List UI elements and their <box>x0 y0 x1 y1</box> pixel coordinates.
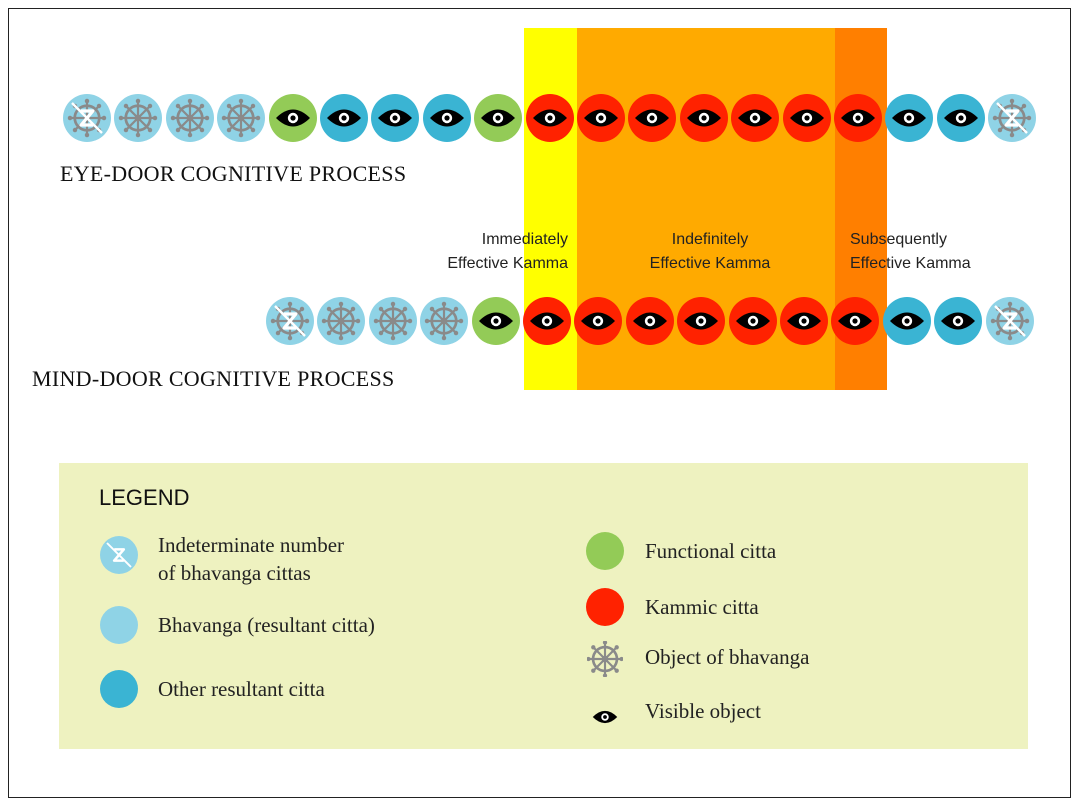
eye-icon <box>885 94 934 142</box>
eye-icon <box>834 94 882 142</box>
indeterminate-icon <box>63 94 111 142</box>
eye-door-citta-kammic <box>525 93 575 143</box>
eye-door-citta-functional <box>473 93 523 143</box>
eye-icon <box>679 94 728 142</box>
immediate-kamma-label: Immediately Effective Kamma <box>404 228 568 276</box>
subsequent-kamma-label-line1: Subsequently <box>850 231 947 248</box>
indeterminate-icon <box>99 535 139 580</box>
eye-door-citta-indeterminate <box>987 93 1037 143</box>
legend-indeterminate-line1: Indeterminate number <box>158 533 345 557</box>
subsequent-kamma-label-line2: Effective Kamma <box>850 255 971 272</box>
eye-door-citta-functional <box>268 93 318 143</box>
eye-icon <box>628 94 677 142</box>
eye-icon <box>474 94 523 142</box>
legend-other-resultant-label: Other resultant citta <box>158 677 325 701</box>
legend-title: LEGEND <box>99 485 190 510</box>
indeterminate-icon <box>988 94 1037 142</box>
eye-door-citta-kammic <box>627 93 677 143</box>
eye-icon <box>523 297 571 345</box>
eye-icon <box>574 297 623 345</box>
legend-kammic-label: Kammic citta <box>645 595 759 619</box>
eye-door-citta-indeterminate <box>62 93 112 143</box>
legend-panel: LEGEND Indeterminate number of bhavanga … <box>59 463 1028 749</box>
mind-door-citta-kammic <box>676 296 726 346</box>
mind-door-citta-kammic <box>830 296 880 346</box>
dharma-wheel-icon <box>165 94 214 142</box>
eye-door-citta-kammic <box>833 93 883 143</box>
eye-icon <box>320 94 368 142</box>
legend-functional-label: Functional citta <box>645 539 777 563</box>
mind-door-citta-kammic <box>779 296 829 346</box>
eye-door-citta-kammic <box>782 93 832 143</box>
eye-icon <box>587 699 623 740</box>
immediate-kamma-label-line1: Immediately <box>481 231 568 248</box>
other-resultant-swatch-icon <box>99 669 139 714</box>
eye-icon <box>831 297 880 345</box>
eye-door-title: EYE-DOOR COGNITIVE PROCESS <box>60 161 407 186</box>
eye-icon <box>936 94 985 142</box>
eye-icon <box>782 94 831 142</box>
eye-door-citta-other-resultant <box>884 93 934 143</box>
legend-object-bhavanga-label: Object of bhavanga <box>645 645 810 669</box>
eye-icon <box>471 297 520 345</box>
eye-icon <box>934 297 983 345</box>
mind-door-citta-bhavanga <box>316 296 366 346</box>
eye-icon <box>882 297 931 345</box>
mind-door-title: MIND-DOOR COGNITIVE PROCESS <box>32 366 395 391</box>
mind-door-citta-kammic <box>728 296 778 346</box>
eye-door-citta-other-resultant <box>370 93 420 143</box>
eye-door-citta-kammic <box>730 93 780 143</box>
mind-door-citta-kammic <box>625 296 675 346</box>
eye-door-citta-bhavanga <box>216 93 266 143</box>
bhavanga-swatch-icon <box>99 605 139 650</box>
eye-icon <box>731 94 780 142</box>
eye-door-citta-bhavanga <box>113 93 163 143</box>
mind-door-citta-other-resultant <box>933 296 983 346</box>
eye-icon <box>577 94 625 142</box>
eye-icon <box>780 297 828 345</box>
dharma-wheel-icon <box>114 94 163 142</box>
mind-door-citta-indeterminate <box>985 296 1035 346</box>
subsequent-kamma-label: Subsequently Effective Kamma <box>850 228 990 276</box>
indeterminate-icon <box>266 297 314 345</box>
legend-visible-object-label: Visible object <box>645 699 761 723</box>
eye-icon <box>728 297 777 345</box>
indeterminate-icon <box>985 297 1034 345</box>
functional-swatch-icon <box>585 531 625 576</box>
eye-icon <box>525 94 574 142</box>
eye-icon <box>422 94 471 142</box>
kammic-swatch-icon <box>585 587 625 632</box>
mind-door-citta-bhavanga <box>419 296 469 346</box>
dharma-wheel-icon <box>217 94 266 142</box>
eye-icon <box>371 94 420 142</box>
eye-icon <box>625 297 674 345</box>
dharma-wheel-icon <box>368 297 417 345</box>
indefinite-kamma-label: Indefinitely Effective Kamma <box>640 228 780 276</box>
mind-door-citta-functional <box>471 296 521 346</box>
eye-door-citta-other-resultant <box>422 93 472 143</box>
eye-icon <box>268 94 317 142</box>
eye-icon <box>677 297 726 345</box>
dharma-wheel-icon <box>420 297 469 345</box>
mind-door-citta-bhavanga <box>368 296 418 346</box>
mind-door-citta-kammic <box>522 296 572 346</box>
indefinite-kamma-label-line1: Indefinitely <box>671 231 749 248</box>
eye-door-citta-bhavanga <box>165 93 215 143</box>
mind-door-citta-indeterminate <box>265 296 315 346</box>
immediate-kamma-label-line2: Effective Kamma <box>447 255 568 272</box>
eye-door-citta-other-resultant <box>319 93 369 143</box>
mind-door-citta-other-resultant <box>882 296 932 346</box>
eye-door-citta-kammic <box>576 93 626 143</box>
dharma-wheel-icon <box>586 640 624 682</box>
legend-indeterminate-line2: of bhavanga cittas <box>158 561 311 585</box>
mind-door-citta-kammic <box>573 296 623 346</box>
indefinite-kamma-label-line2: Effective Kamma <box>649 255 771 272</box>
eye-door-citta-kammic <box>679 93 729 143</box>
dharma-wheel-icon <box>317 297 366 345</box>
legend-bhavanga-label: Bhavanga (resultant citta) <box>158 613 375 637</box>
eye-door-citta-other-resultant <box>936 93 986 143</box>
